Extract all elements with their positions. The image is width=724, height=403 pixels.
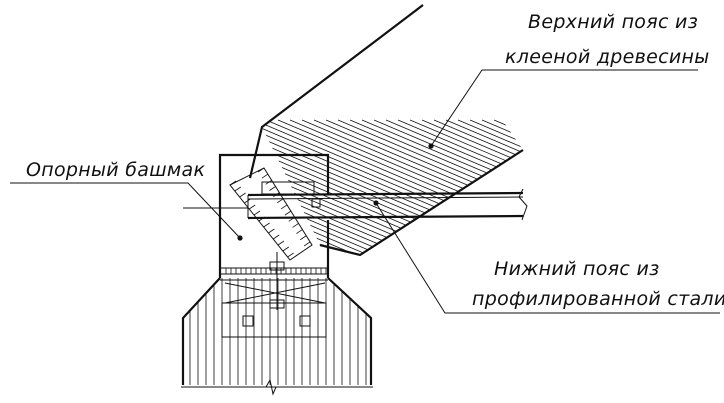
bottom-chord-steel [183,188,528,221]
leader-lines [10,69,720,314]
label-top-chord-line2: клееной древесины [505,46,710,68]
label-top-chord-line1: Верхний пояс из [528,11,698,33]
label-bottom-chord-line1: Нижний пояс из [494,258,660,280]
top-chord-glulam [248,4,524,257]
label-bottom-chord-line2: профилированной стали [472,288,724,310]
support-shoe [218,153,330,338]
label-support-shoe: Опорный башмак [26,159,205,181]
